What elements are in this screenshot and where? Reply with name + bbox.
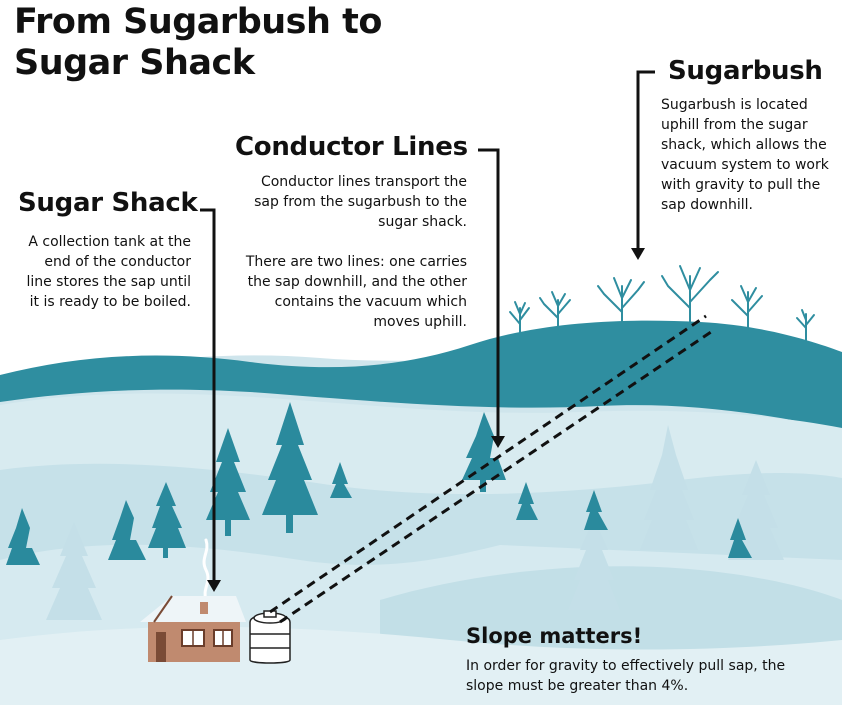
slope-description: In order for gravity to effectively pull… <box>466 658 786 694</box>
conductor-lines-heading: Conductor Lines <box>235 132 468 162</box>
teal-pine-trees <box>6 402 752 565</box>
conductor-lines-text: Conductor lines transport the sap from t… <box>238 172 467 332</box>
conductor-lines <box>269 314 715 624</box>
callout-arrows <box>200 70 655 582</box>
sugar-shack-house <box>140 595 246 662</box>
bare-trees <box>509 265 815 341</box>
sugarbush-text: Sugarbush is located uphill from the sug… <box>661 95 833 215</box>
collection-tank <box>249 610 291 664</box>
sugar-shack-description: A collection tank at the end of the cond… <box>26 234 191 310</box>
slope-heading: Slope matters! <box>466 624 643 648</box>
sugar-shack-text: A collection tank at the end of the cond… <box>20 232 191 312</box>
sugarbush-hill <box>0 320 842 430</box>
sugar-shack-heading: Sugar Shack <box>18 188 198 218</box>
conductor-lines-description-2: There are two lines: one carries the sap… <box>245 254 467 330</box>
slope-text: In order for gravity to effectively pull… <box>466 656 786 696</box>
arrow-heads <box>207 248 645 592</box>
chimney-smoke <box>202 538 210 602</box>
page-title: From Sugarbush to Sugar Shack <box>14 2 382 83</box>
conductor-lines-description-1: Conductor lines transport the sap from t… <box>254 174 467 230</box>
sugarbush-heading: Sugarbush <box>668 56 823 86</box>
sugarbush-description: Sugarbush is located uphill from the sug… <box>661 97 829 213</box>
